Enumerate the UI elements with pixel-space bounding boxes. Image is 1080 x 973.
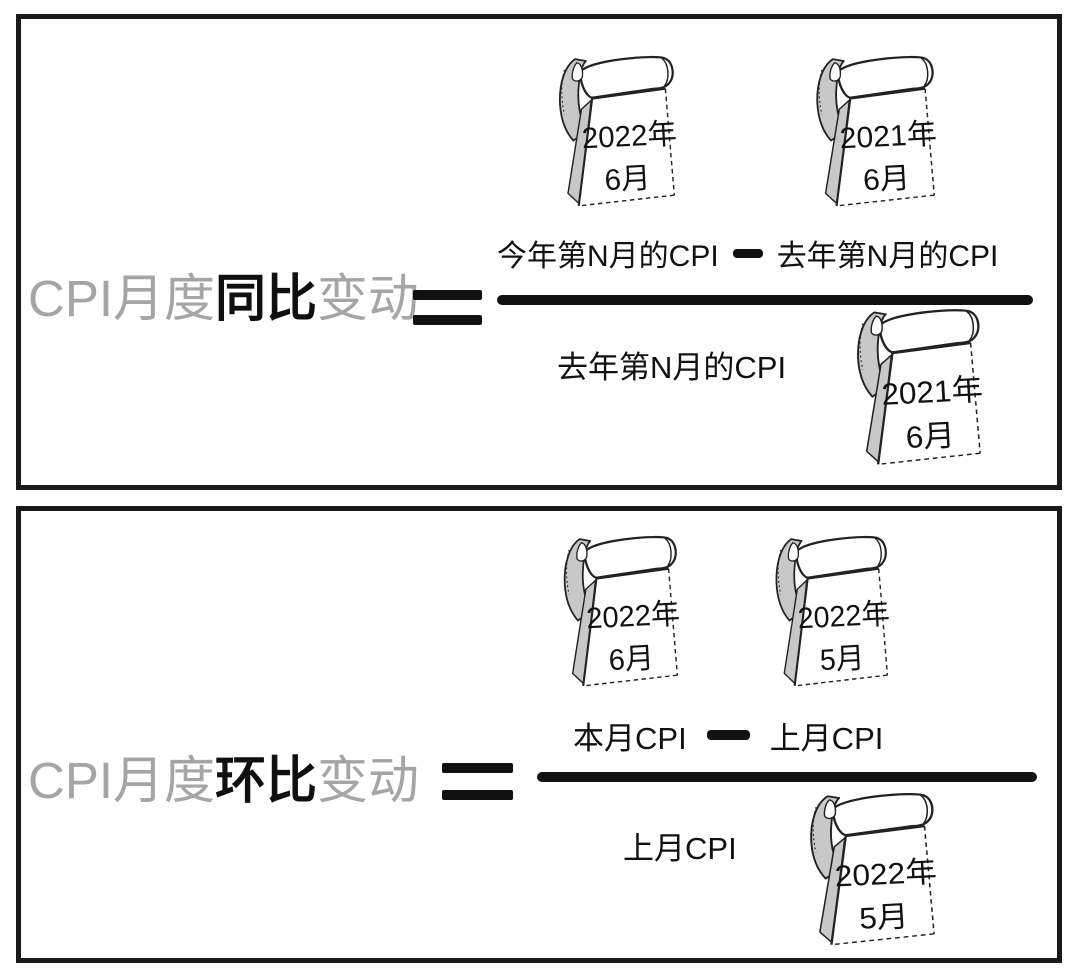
calendar-curl-hole: [576, 542, 588, 562]
calendar-top-roll: [837, 55, 934, 99]
calendar-month-text: 5月: [858, 899, 909, 935]
calendar-roll-cap-line: [920, 57, 929, 87]
tear-off-calendar: 2021年 6月: [816, 55, 937, 207]
calendar-curl-dotted-edge: [777, 549, 782, 595]
label-prefix: CPI月度: [28, 270, 216, 327]
numerator-left-term: 今年第N月的CPI: [497, 240, 719, 273]
equals-sign: [442, 763, 513, 800]
equals-bar-top: [442, 763, 513, 773]
tear-off-calendar: 2022年 6月: [559, 55, 677, 207]
calendar-top-roll: [832, 792, 934, 837]
numerator-left-term: 本月CPI: [573, 720, 687, 756]
equals-sign: [413, 290, 482, 325]
calendar-month-text: 6月: [862, 162, 911, 197]
calendar-roll-cap-line: [664, 537, 672, 567]
tear-off-calendar: 2022年 5月: [775, 535, 890, 687]
panel-cpi-yoy: CPI月度同比变动 今年第N月的CPI 去年第N月的CPI 去年第N月的CPI …: [16, 14, 1062, 490]
calendar-month-text: 6月: [604, 162, 652, 197]
calendar-page-edge-right: [969, 342, 981, 454]
numerator-right-term: 去年第N月的CPI: [776, 240, 999, 273]
calendar-page: [578, 88, 675, 206]
calendar-year-text: 2021年: [881, 372, 983, 412]
calendar-roll-cap-line: [920, 794, 928, 824]
calendar-curl-dotted-edge: [561, 69, 565, 115]
calendar-page-edge-right: [924, 88, 935, 196]
label-highlight-mom: 环比: [215, 752, 318, 809]
tear-off-calendar: 2021年 6月: [857, 309, 983, 466]
calendar-page-edge-right: [878, 568, 889, 676]
calendar-page-edge-right: [923, 826, 935, 934]
calendar-top-roll: [584, 535, 677, 579]
fraction-bar: [497, 295, 1033, 305]
calendar-page-edge-solid: [793, 567, 879, 687]
panel-cpi-mom: CPI月度环比变动 本月CPI 上月CPI 上月CPI 2022年 6月 202…: [16, 506, 1062, 963]
calendar-page-edge-solid: [835, 87, 926, 207]
calendar-icon-2021-06-denominator: 2021年 6月: [840, 305, 983, 481]
calendar-year-text: 2022年: [834, 854, 937, 893]
calendar-top-roll: [879, 309, 980, 354]
numerator-row: 本月CPI 上月CPI: [573, 713, 883, 757]
calendar-icon-2022-05-denominator: 2022年 5月: [793, 789, 937, 961]
equals-bar-top: [413, 290, 482, 300]
minus-icon: [706, 730, 750, 740]
calendar-year-text: 2022年: [581, 117, 677, 155]
calendar-curl-hole: [571, 62, 584, 82]
calendar-month-text: 6月: [608, 642, 655, 678]
calendar-curl-dotted-edge: [812, 806, 817, 853]
calendar-year-text: 2022年: [797, 597, 890, 635]
label-prefix: CPI月度: [28, 752, 216, 809]
calendar-icon-2021-06: 2021年 6月: [800, 52, 937, 222]
calendar-curl-hole: [829, 62, 842, 82]
minus-icon: [732, 248, 763, 258]
calendar-curl-dotted-edge: [859, 323, 864, 370]
calendar-page: [583, 568, 678, 686]
calendar-month-text: 6月: [905, 418, 956, 455]
calendar-page-edge-solid: [876, 341, 971, 465]
calendar-year-text: 2022年: [586, 597, 680, 635]
denominator-term: 去年第N月的CPI: [557, 350, 787, 385]
calendar-curl-dotted-edge: [818, 69, 823, 115]
denominator-term: 上月CPI: [623, 831, 737, 866]
calendar-page: [794, 568, 888, 686]
numerator-row: 今年第N月的CPI 去年第N月的CPI: [497, 231, 998, 275]
calendar-icon-2022-06: 2022年 6月: [543, 52, 677, 222]
tear-off-calendar: 2022年 5月: [810, 792, 937, 946]
formula-title-yoy: CPI月度同比变动: [28, 270, 419, 328]
calendar-icon-2022-05: 2022年 5月: [760, 532, 890, 702]
calendar-top-roll: [795, 535, 887, 579]
calendar-page-edge-solid: [582, 567, 669, 687]
calendar-top-roll: [579, 55, 674, 99]
label-suffix: 变动: [317, 270, 420, 327]
calendar-page: [831, 826, 935, 945]
calendar-roll-cap-line: [661, 57, 669, 87]
calendar-page-edge-right: [667, 568, 679, 676]
calendar-page: [878, 342, 981, 465]
calendar-roll-cap-line: [966, 310, 975, 341]
tear-off-calendar: 2022年 6月: [563, 535, 680, 687]
calendar-page-edge-solid: [830, 825, 925, 945]
calendar-month-text: 5月: [819, 642, 865, 677]
label-highlight-yoy: 同比: [215, 270, 318, 327]
numerator-right-term: 上月CPI: [769, 720, 884, 756]
calendar-page-edge-right: [664, 88, 676, 196]
equals-bar-bottom: [442, 790, 513, 800]
fraction-bar: [537, 772, 1037, 782]
formula-title-mom: CPI月度环比变动: [28, 752, 419, 810]
calendar-curl-hole: [787, 542, 799, 562]
equals-bar-bottom: [413, 315, 482, 325]
calendar-year-text: 2021年: [839, 118, 937, 156]
calendar-page: [836, 88, 935, 206]
calendar-page-edge-solid: [577, 87, 666, 207]
label-suffix: 变动: [317, 752, 420, 809]
calendar-roll-cap-line: [874, 537, 882, 567]
calendar-curl-hole: [823, 799, 837, 820]
calendar-icon-2022-06: 2022年 6月: [548, 532, 680, 702]
calendar-curl-hole: [870, 315, 883, 336]
calendar-curl-dotted-edge: [565, 549, 570, 595]
